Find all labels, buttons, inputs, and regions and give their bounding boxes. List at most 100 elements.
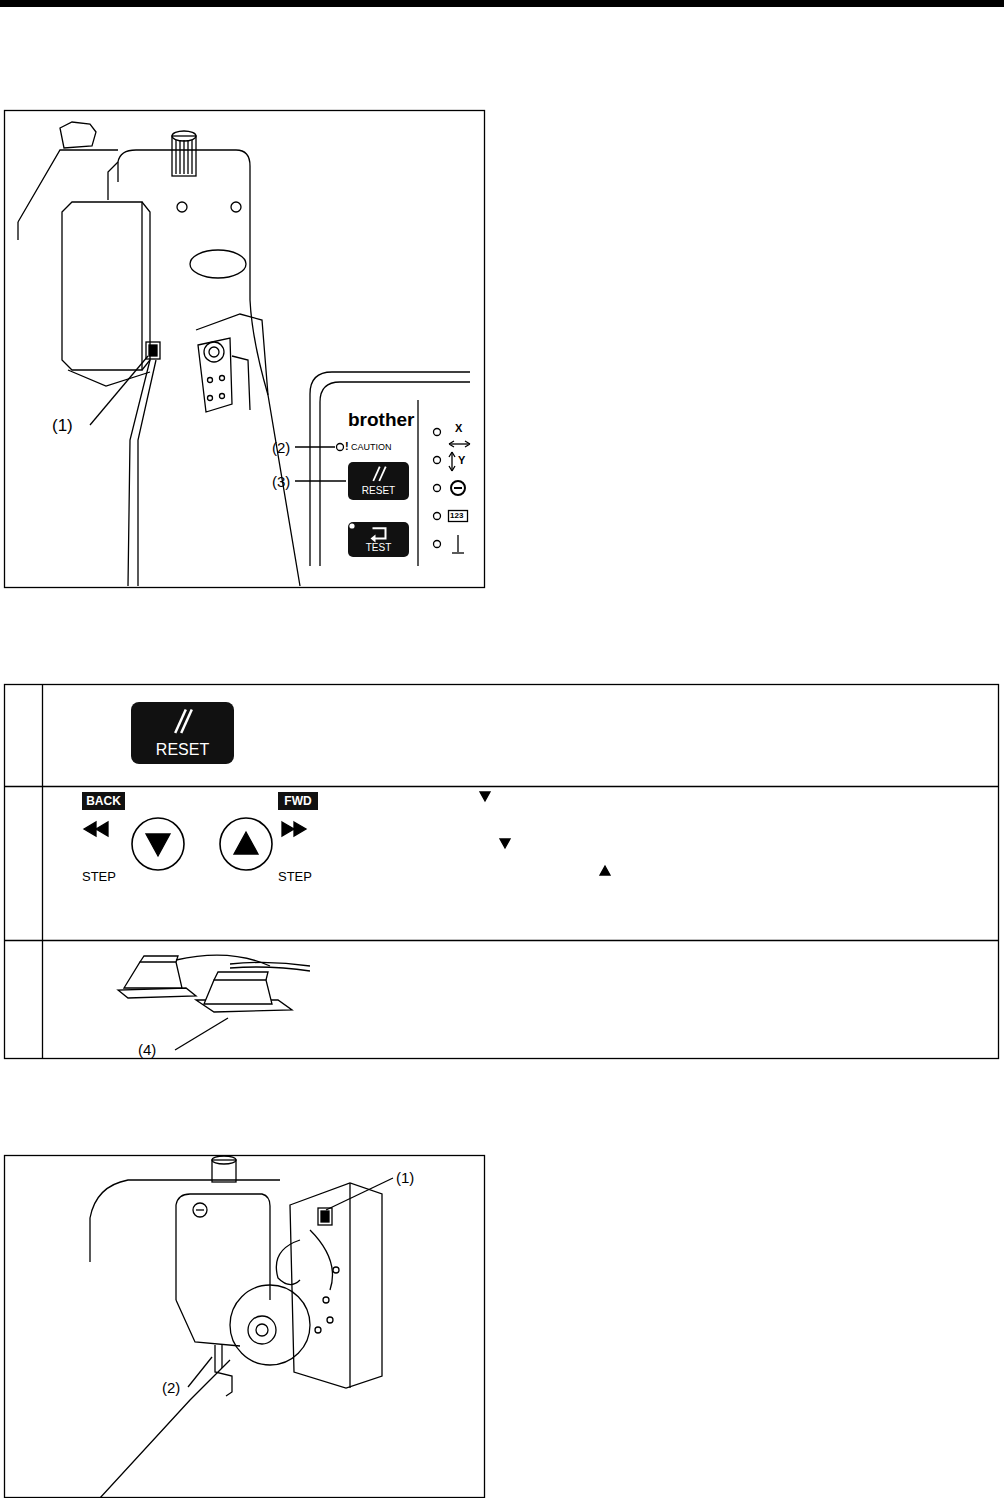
button-label: RESET	[156, 742, 209, 758]
page-frame	[5, 111, 485, 588]
machine-head-drawing	[172, 131, 196, 141]
foot-pedal	[230, 962, 310, 966]
step-keys	[146, 834, 170, 856]
operation-panel	[452, 552, 464, 553]
step-keys	[234, 832, 258, 854]
axis-label: X	[455, 423, 462, 434]
button-label: BACK	[86, 795, 121, 807]
leader-line	[295, 480, 346, 481]
machine-head-drawing	[18, 150, 118, 222]
button-icon	[175, 709, 186, 733]
machine-head-drawing	[179, 140, 180, 174]
button-icon	[181, 709, 192, 733]
machine-head-drawing	[138, 360, 156, 586]
operation-panel	[310, 372, 470, 566]
leader-line	[326, 1178, 393, 1210]
callout-number: (2)	[272, 440, 290, 455]
step-keys	[220, 818, 272, 870]
operation-panel	[454, 487, 462, 489]
foot-pedal	[230, 967, 310, 971]
machine-head-drawing	[187, 140, 188, 174]
foot-pedal	[214, 972, 268, 980]
operation-panel	[451, 481, 465, 495]
icon-label: 123	[450, 512, 463, 520]
machine-side-drawing	[90, 1180, 280, 1218]
page-frame	[5, 1156, 485, 1498]
machine-head-drawing	[183, 140, 184, 174]
machine-side-drawing	[196, 1209, 204, 1210]
operation-panel	[417, 400, 418, 566]
machine-side-drawing	[327, 1317, 333, 1323]
machine-head-drawing	[190, 250, 246, 278]
machine-side-drawing	[212, 1156, 236, 1164]
machine-side-drawing	[276, 1240, 300, 1285]
foot-pedal	[204, 980, 272, 1004]
machine-head-drawing	[198, 338, 232, 412]
machine-side-drawing	[323, 1297, 329, 1303]
machine-side-drawing	[90, 1156, 382, 1498]
machine-head-drawing	[232, 356, 250, 410]
axis-label: Y	[458, 455, 465, 466]
machine-head-drawing	[231, 202, 241, 212]
callout-number: (1)	[396, 1170, 414, 1185]
key-label: STEP	[82, 870, 116, 883]
machine-head-drawing	[209, 347, 219, 357]
machine-head-drawing	[220, 376, 225, 381]
page-frame	[5, 685, 999, 1059]
machine-side-drawing	[310, 1230, 333, 1290]
step-keys	[480, 792, 490, 801]
operation-panel	[449, 441, 470, 447]
machine-side-drawing	[315, 1327, 321, 1333]
machine-side-drawing	[318, 1208, 332, 1225]
machine-head-drawing	[108, 162, 118, 200]
operation-panel	[320, 382, 470, 566]
machine-head-drawing	[118, 150, 268, 395]
machine-head-drawing	[172, 136, 196, 176]
step-keys	[282, 822, 306, 836]
operation-panel	[449, 452, 455, 471]
fwd-key-tag: FWD	[278, 792, 318, 810]
machine-side-drawing	[290, 1183, 382, 1388]
machine-head-drawing	[177, 202, 187, 212]
machine-head-drawing	[175, 140, 176, 174]
callout-number: (1)	[52, 417, 73, 434]
leader-line	[90, 356, 148, 425]
button-icon	[379, 467, 385, 481]
operation-panel	[449, 443, 470, 444]
operation-panel	[449, 511, 468, 522]
reset-button: RESET	[131, 702, 234, 764]
button-icon	[373, 467, 379, 481]
operation-panel	[434, 541, 441, 548]
callout-number: (3)	[272, 474, 290, 489]
machine-head-drawing	[68, 370, 150, 386]
brand-logo: brother	[348, 410, 415, 429]
operation-panel	[337, 444, 344, 451]
step-keys	[500, 839, 510, 848]
caution-mark: !	[345, 441, 349, 452]
machine-head-drawing	[149, 345, 157, 356]
machine-head-drawing	[17, 222, 18, 240]
machine-head-drawing	[208, 396, 213, 401]
machine-side-drawing	[349, 1183, 350, 1388]
foot-pedal	[118, 955, 310, 1012]
foot-pedal	[140, 956, 178, 962]
machine-head-drawing	[220, 394, 225, 399]
machine-head-drawing	[204, 342, 224, 362]
operation-panel	[451, 452, 452, 471]
operation-panel	[434, 485, 441, 492]
machine-side-drawing	[176, 1300, 240, 1346]
button-icon	[371, 535, 376, 543]
page-frame	[42, 685, 43, 1058]
button-label: RESET	[362, 486, 395, 496]
machine-head-drawing	[196, 314, 300, 586]
machine-side-drawing	[248, 1316, 276, 1344]
machine-side-drawing	[176, 1194, 270, 1300]
button-label: TEST	[366, 543, 392, 553]
machine-side-drawing	[221, 1345, 222, 1368]
machine-head-drawing	[208, 378, 213, 383]
page-frame	[5, 940, 998, 941]
step-keys	[600, 866, 610, 875]
indicator-label: CAUTION	[351, 443, 392, 452]
operation-panel	[434, 513, 441, 520]
